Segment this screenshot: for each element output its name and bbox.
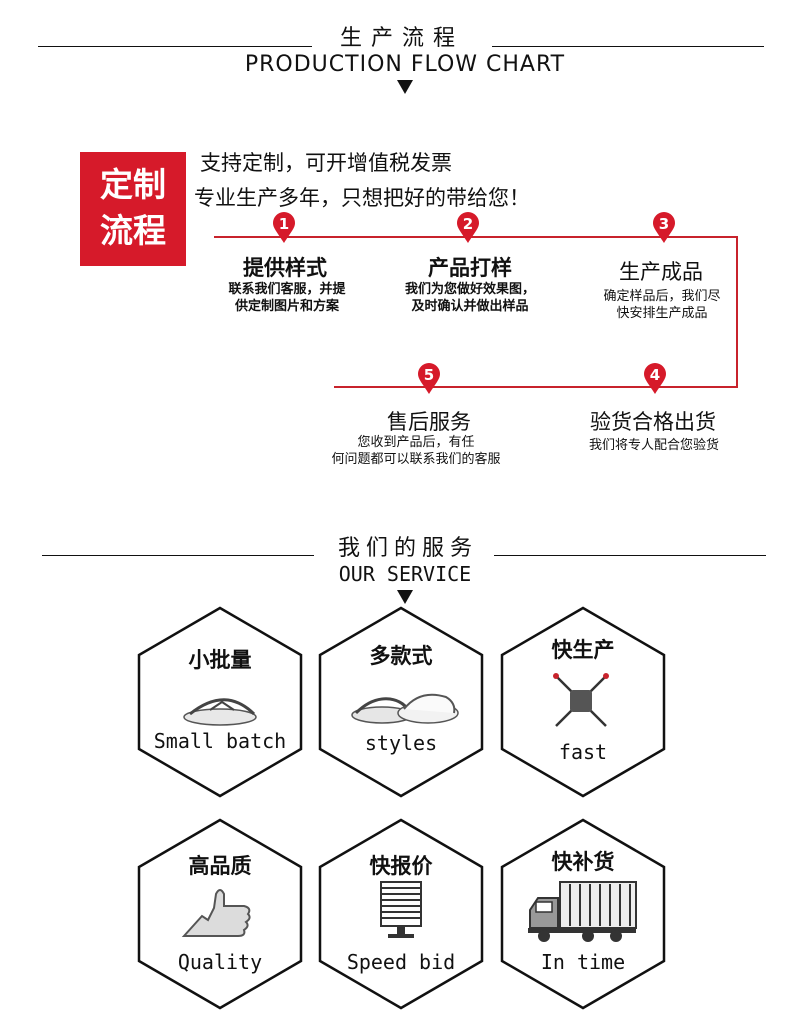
- step-1-pin-icon: 1: [273, 212, 295, 243]
- service-quality-label: Quality: [177, 950, 263, 974]
- sandals-icon: [351, 693, 459, 724]
- step-2-desc-line1: 我们为您做好效果图，: [404, 282, 535, 297]
- step-5-desc-line1: 您收到产品后，有任: [357, 435, 475, 450]
- step-5-pin-icon: 5: [418, 363, 440, 394]
- badge-line-1: 定制: [100, 165, 166, 204]
- tagline-invoice: 支持定制，可开增值税发票: [200, 151, 452, 175]
- service-in-time-label: In time: [540, 950, 626, 974]
- header-rule-right: [492, 46, 764, 47]
- badge-line-2: 流程: [100, 211, 166, 250]
- service-title-cn: 我们的服务: [337, 536, 478, 561]
- step-2-num: 2: [463, 215, 473, 233]
- service-small-batch-label: Small batch: [153, 729, 287, 753]
- service-rule-right: [494, 555, 766, 556]
- thumbs-up-icon: [181, 889, 251, 937]
- step-4-desc-line1: 我们将专人配合您验货: [588, 438, 719, 453]
- step-4-title: 验货合格出货: [590, 410, 716, 434]
- flow-line-right: [736, 236, 738, 388]
- step-5-title: 售后服务: [387, 410, 471, 434]
- step-1-desc-line1: 联系我们客服，并提: [228, 282, 346, 297]
- flip-flop-icon: [183, 698, 257, 726]
- flow-title-en: PRODUCTION FLOW CHART: [244, 52, 566, 77]
- step-5-num: 5: [424, 366, 434, 384]
- step-1-desc: 联系我们客服，并提 供定制图片和方案: [196, 281, 378, 315]
- service-speed-bid-title: 快报价: [369, 854, 433, 878]
- flow-title-cn: 生产流程: [339, 26, 464, 51]
- step-3-num: 3: [659, 215, 669, 233]
- service-rule-left: [42, 555, 314, 556]
- step-4-desc: 我们将专人配合您验货: [556, 437, 752, 454]
- flow-arrow-down-icon: [397, 80, 413, 94]
- step-2-pin-icon: 2: [457, 212, 479, 243]
- step-4-num: 4: [650, 366, 660, 384]
- step-4-pin-icon: 4: [644, 363, 666, 394]
- header-rule-left: [38, 46, 312, 47]
- service-fast-label: fast: [558, 740, 608, 764]
- sewing-icon: [553, 673, 609, 727]
- service-styles-label: styles: [364, 731, 438, 755]
- step-2-title: 产品打样: [428, 256, 512, 280]
- step-3-desc: 确定样品后，我们尽 快安排生产成品: [572, 288, 752, 322]
- step-5-desc: 您收到产品后，有任 何问题都可以联系我们的客服: [296, 434, 536, 468]
- monitor-icon: [380, 881, 422, 938]
- service-title-en: OUR SERVICE: [338, 562, 472, 586]
- step-1-desc-line2: 供定制图片和方案: [234, 299, 339, 314]
- service-styles-title: 多款式: [369, 644, 433, 668]
- hex-frame-small-batch: [137, 606, 303, 798]
- flow-line-bottom: [334, 386, 738, 388]
- service-speed-bid-label: Speed bid: [346, 950, 456, 974]
- step-3-desc-line2: 快安排生产成品: [616, 306, 708, 321]
- service-arrow-down-icon: [397, 590, 413, 604]
- service-in-time-title: 快补货: [551, 850, 615, 874]
- service-small-batch-title: 小批量: [188, 648, 252, 672]
- truck-icon: [528, 881, 637, 942]
- step-3-title: 生产成品: [619, 260, 703, 284]
- service-fast-title: 快生产: [551, 638, 615, 662]
- step-1-num: 1: [279, 215, 289, 233]
- step-1-title: 提供样式: [243, 256, 327, 280]
- flow-line-top: [214, 236, 738, 238]
- step-5-desc-line2: 何问题都可以联系我们的客服: [331, 452, 501, 467]
- tagline-quality: 专业生产多年，只想把好的带给您！: [194, 186, 530, 210]
- step-2-desc: 我们为您做好效果图， 及时确认并做出样品: [380, 281, 560, 315]
- step-3-pin-icon: 3: [653, 212, 675, 243]
- custom-flow-badge: 定制 流程: [80, 152, 186, 266]
- step-2-desc-line2: 及时确认并做出样品: [411, 299, 529, 314]
- step-3-desc-line1: 确定样品后，我们尽: [603, 289, 721, 304]
- service-quality-title: 高品质: [188, 854, 252, 878]
